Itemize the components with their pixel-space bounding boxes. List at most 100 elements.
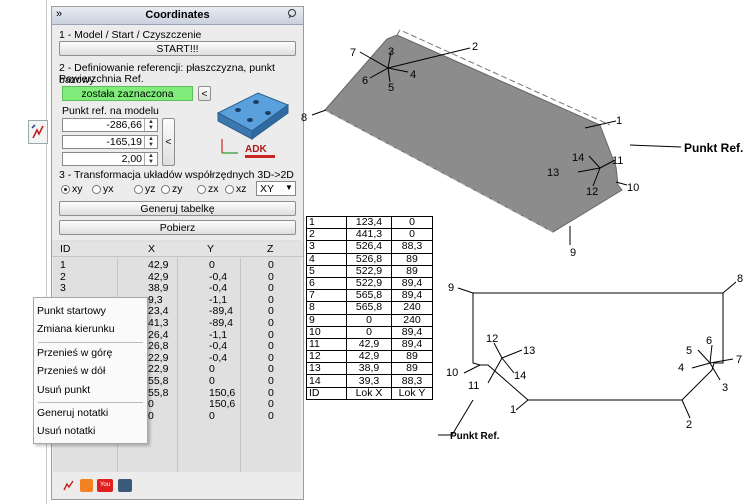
grid-cell[interactable]: 41,3 xyxy=(148,317,169,329)
stepper-arrows-icon[interactable]: ▲▼ xyxy=(144,119,157,131)
grid-cell[interactable]: 9,3 xyxy=(148,293,163,306)
grid-cell[interactable]: -89,4 xyxy=(209,305,233,318)
grid-cell[interactable]: 55,8 xyxy=(148,375,169,387)
grid-cell[interactable]: -1,1 xyxy=(209,293,228,306)
point-x-stepper[interactable]: -286,66 ▲▼ xyxy=(62,118,158,132)
collapse-chevron-icon[interactable]: » xyxy=(56,8,63,20)
fetch-button[interactable]: Pobierz xyxy=(59,220,296,235)
radio-yz[interactable] xyxy=(134,185,143,194)
mail-icon[interactable] xyxy=(118,479,132,492)
youtube-icon[interactable]: You xyxy=(97,479,113,492)
grid-cell[interactable]: 0 xyxy=(268,270,274,283)
menu-item-change-direction[interactable]: Zmiana kierunku xyxy=(37,323,115,335)
grid-cell[interactable]: 0 xyxy=(268,293,274,306)
table-cell: 89 xyxy=(391,264,433,278)
grid-cell[interactable]: 3 xyxy=(60,282,66,295)
grid-cell[interactable]: 55,8 xyxy=(148,386,169,399)
drawing-label-12: 12 xyxy=(486,333,498,345)
point-y-stepper[interactable]: -165,19 ▲▼ xyxy=(62,135,158,149)
grid-cell[interactable]: 42,9 xyxy=(148,259,169,271)
select-point-button[interactable]: < xyxy=(162,118,175,166)
drawing-label-13: 13 xyxy=(523,345,535,357)
grid-cell[interactable]: -89,4 xyxy=(209,317,233,329)
section3-label: 3 - Transformacja układów współrzędnych … xyxy=(59,169,294,181)
panel-titlebar xyxy=(52,7,303,25)
grid-cell[interactable]: 0 xyxy=(268,351,274,364)
plane-select[interactable]: XY ▼ xyxy=(256,181,296,196)
model-3d-view: 7 2 3 4 5 6 8 1 11 13 12 14 10 9 Punkt R… xyxy=(301,29,743,259)
model-label-2: 2 xyxy=(472,41,478,53)
select-surface-button[interactable]: < xyxy=(198,86,211,101)
table-cell: 42,9 xyxy=(346,337,392,352)
grid-cell[interactable]: 0 xyxy=(268,409,274,422)
menu-item-move-down[interactable]: Przenieś w dół xyxy=(37,365,106,377)
grid-cell[interactable]: 0 xyxy=(268,340,274,353)
grid-cell[interactable]: 0 xyxy=(268,305,274,318)
grid-cell[interactable]: 150,6 xyxy=(209,386,236,399)
start-button[interactable]: START!!! xyxy=(59,41,296,56)
grid-cell[interactable]: 0 xyxy=(268,328,274,341)
menu-item-move-up[interactable]: Przenieś w górę xyxy=(37,347,113,359)
grid-cell[interactable]: 1 xyxy=(60,259,66,271)
grid-cell[interactable]: 42,9 xyxy=(148,270,169,283)
grid-cell[interactable]: 22,9 xyxy=(148,351,169,364)
menu-item-delete-point[interactable]: Usuń punkt xyxy=(37,384,91,396)
grid-cell[interactable]: 38,9 xyxy=(148,282,169,295)
coordinates-tab-icon[interactable] xyxy=(28,120,48,144)
radio-zx[interactable] xyxy=(197,185,206,194)
grid-cell[interactable]: 26,8 xyxy=(148,340,169,353)
grid-cell[interactable]: -0,4 xyxy=(209,340,228,353)
grid-cell[interactable]: 150,6 xyxy=(209,398,236,411)
grid-col-line xyxy=(177,258,178,472)
table-cell: 10 xyxy=(306,325,347,339)
pin-icon[interactable] xyxy=(286,8,298,23)
menu-item-start-point[interactable]: Punkt startowy xyxy=(37,305,106,317)
menu-item-delete-notes[interactable]: Usuń notatki xyxy=(37,425,96,437)
radio-xy-label: xy xyxy=(72,183,83,195)
radio-xz[interactable] xyxy=(225,185,234,194)
grid-cell[interactable]: -0,4 xyxy=(209,351,228,364)
grid-cell[interactable]: -0,4 xyxy=(209,270,228,283)
radio-xy[interactable] xyxy=(61,185,70,194)
grid-cell[interactable]: 0 xyxy=(209,363,215,376)
grid-cell[interactable]: 0 xyxy=(209,409,215,422)
grid-cell[interactable]: 0 xyxy=(209,375,215,387)
grid-cell[interactable]: 0 xyxy=(268,282,274,295)
model-label-10: 10 xyxy=(627,182,639,194)
grid-cell[interactable]: -1,1 xyxy=(209,328,228,341)
table-cell: 89,4 xyxy=(391,289,433,303)
leader-lines xyxy=(311,47,682,245)
grid-cell[interactable]: 26,4 xyxy=(148,328,169,341)
grid-cell[interactable]: 22,9 xyxy=(148,363,169,376)
radio-yx[interactable] xyxy=(92,185,101,194)
model-label-3: 3 xyxy=(388,46,394,58)
point-z-stepper[interactable]: 2,00 ▲▼ xyxy=(62,152,158,166)
grid-cell[interactable]: -0,4 xyxy=(209,282,228,295)
grid-cell[interactable]: 0 xyxy=(268,259,274,271)
generate-table-button[interactable]: Generuj tabelkę xyxy=(59,201,296,216)
grid-cell[interactable]: 2 xyxy=(60,270,66,283)
grid-cell[interactable]: 23,4 xyxy=(148,305,169,318)
grid-cell[interactable]: 0 xyxy=(209,259,215,271)
table-cell: 8 xyxy=(306,301,347,315)
grid-cell[interactable]: 0 xyxy=(268,363,274,376)
chart-icon[interactable] xyxy=(62,479,75,492)
grid-cell[interactable]: 0 xyxy=(268,386,274,399)
grid-cell[interactable]: 0 xyxy=(268,375,274,387)
radio-zy[interactable] xyxy=(161,185,170,194)
grid-cell[interactable]: 0 xyxy=(148,398,154,411)
menu-separator xyxy=(38,342,143,343)
stepper-arrows-icon[interactable]: ▲▼ xyxy=(144,136,157,148)
table-cell: 89 xyxy=(391,350,433,364)
menu-item-generate-notes[interactable]: Generuj notatki xyxy=(37,407,109,419)
table-cell: Lok Y xyxy=(391,386,433,400)
grid-cell[interactable]: 0 xyxy=(268,398,274,411)
stepper-arrows-icon[interactable]: ▲▼ xyxy=(144,153,157,165)
grid-cell[interactable]: 0 xyxy=(148,409,154,422)
table-cell: 14 xyxy=(306,374,347,388)
grid-cell[interactable]: 0 xyxy=(268,317,274,329)
blogger-icon[interactable] xyxy=(80,479,93,492)
